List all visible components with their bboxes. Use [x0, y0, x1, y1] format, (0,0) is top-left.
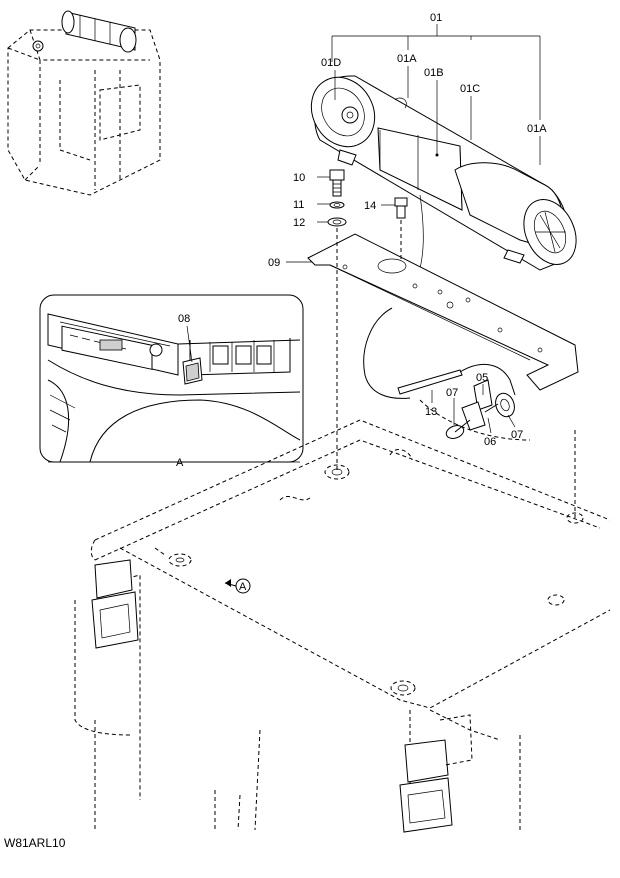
callout-05: 05 — [476, 372, 488, 384]
bracket-plate — [307, 233, 579, 391]
callout-09: 09 — [268, 257, 280, 269]
washer-12 — [327, 217, 347, 227]
callout-07-right: 07 — [511, 429, 523, 441]
inset-detail-a — [39, 294, 304, 463]
view-a-marker: A — [224, 578, 251, 594]
thumbnail-cab — [7, 10, 161, 196]
callout-01a-right: 01A — [527, 123, 547, 135]
callout-12: 12 — [293, 217, 305, 229]
bolt-14 — [394, 197, 408, 219]
callout-01b: 01B — [424, 67, 444, 79]
washer-11 — [329, 201, 345, 209]
callout-10: 10 — [293, 172, 305, 184]
cab-roof — [74, 399, 611, 833]
bolt-10 — [329, 169, 345, 197]
callout-01a-top: 01A — [397, 53, 417, 65]
callout-06: 06 — [484, 436, 496, 448]
callout-01d: 01D — [321, 57, 341, 69]
callout-14: 14 — [364, 200, 376, 212]
heater-unit — [310, 75, 577, 281]
view-a-label: A — [176, 457, 184, 469]
callout-08: 08 — [178, 313, 190, 325]
leader-lines — [48, 24, 541, 463]
callout-01c: 01C — [460, 83, 480, 95]
callout-labels: 01 01D 01A 01B 01C 01A 10 11 12 14 09 08… — [176, 12, 547, 469]
callout-07-left: 07 — [446, 387, 458, 399]
callout-01: 01 — [430, 12, 442, 24]
view-a-marker-label: A — [239, 581, 247, 593]
callout-13: 13 — [425, 406, 437, 418]
figure-code: W81ARL10 — [4, 836, 66, 850]
callout-11: 11 — [293, 199, 304, 211]
